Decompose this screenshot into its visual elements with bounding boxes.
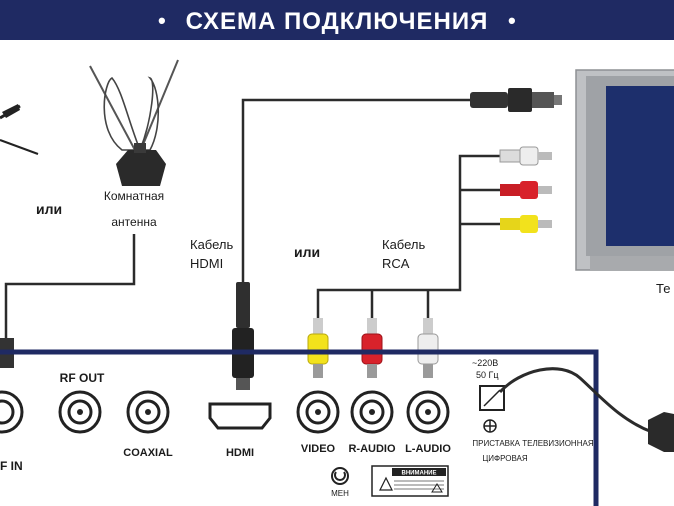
r-audio-label: R-AUDIO [348,443,395,455]
device-label-line1: ПРИСТАВКА ТЕЛЕВИЗИОННАЯ [472,439,593,448]
certification-mark-label: МЕН [331,489,349,498]
or-label-middle: или [294,244,320,260]
power-plug-icon [648,412,674,452]
warning-sticker-title: ВНИМАНИЕ [402,471,437,477]
l-audio-port-icon [406,390,450,434]
coaxial-port-icon [126,390,170,434]
power-cord [498,367,653,434]
hdmi-cable-label-line2: HDMI [190,256,223,271]
tv-label-partial: Те [656,281,670,296]
rf-out-port-icon [58,390,102,434]
warning-sticker [371,465,449,497]
rca-cable-video [316,154,500,332]
title-dot-left: • [158,8,166,33]
room-antenna-label-line2: антенна [111,215,157,229]
power-label-line2: 50 Гц [476,370,499,380]
hdmi-plug-tv-icon [470,88,562,112]
rca-cable-branches [460,188,500,226]
title-dot-right: • [508,8,516,33]
diagram-title: СХЕМА ПОДКЛЮЧЕНИЯ [186,8,489,35]
rca-plug-red-tv-icon [500,181,552,199]
title-bar [0,0,674,40]
room-antenna-icon [89,59,179,186]
hdmi-port-label: HDMI [226,447,254,459]
hdmi-cable [241,98,470,296]
rca-cable-label-line2: RCA [382,256,410,271]
rca-plug-white-tv-icon [499,146,552,166]
antenna-cable [4,234,136,348]
power-label-line1: ~220В [472,358,498,368]
rf-in-port-icon [0,390,24,434]
hdmi-plug-box-icon [232,282,254,390]
video-label: VIDEO [301,443,336,455]
certification-mark-icon [331,467,349,485]
video-port-icon [296,390,340,434]
back-panel-outline [0,349,599,506]
rca-cable-label-line1: Кабель [382,237,425,252]
r-audio-port-icon [350,390,394,434]
tv-icon [575,69,674,271]
hdmi-cable-label-line1: Кабель [190,237,233,252]
outdoor-antenna-icon [0,104,39,155]
rca-plug-yellow-box-icon [307,318,329,378]
hdmi-port-icon [208,402,272,430]
l-audio-label: L-AUDIO [405,443,451,455]
rca-plug-yellow-tv-icon [500,215,552,233]
rf-in-label: F IN [0,459,23,473]
or-label-left: или [36,201,62,217]
rca-plug-white-box-icon [417,318,439,378]
rf-out-label: RF OUT [60,371,105,385]
ground-symbol-icon [483,419,497,433]
device-label-line2: ЦИФРОВАЯ [482,454,528,463]
room-antenna-label-line1: Комнатная [104,189,164,203]
coaxial-label: COAXIAL [123,447,173,459]
rca-plug-red-box-icon [361,318,383,378]
